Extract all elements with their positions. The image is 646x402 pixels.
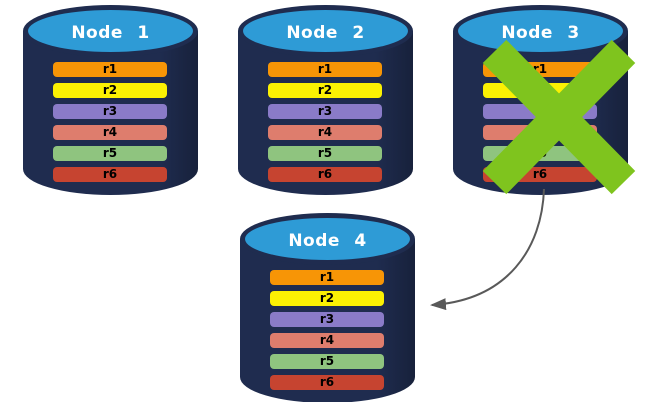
record-bar: r5 <box>53 146 167 161</box>
cylinder-body <box>238 31 413 195</box>
record-bar: r2 <box>268 83 382 98</box>
failover-arrow-curve <box>430 188 545 311</box>
record-bar: r2 <box>270 291 384 306</box>
node-label: Node 4 <box>288 231 367 251</box>
record-bar: r4 <box>270 333 384 348</box>
record-bar: r3 <box>270 312 384 327</box>
node-cylinder-2: Node 2 r1 r2 r3 r4 r5 r6 <box>238 5 413 195</box>
record-bar: r1 <box>270 270 384 285</box>
record-bar: r2 <box>53 83 167 98</box>
node-label: Node 3 <box>501 23 580 43</box>
node-cylinder-1: Node 1 r1 r2 r3 r4 r5 r6 <box>23 5 198 195</box>
record-bar: r1 <box>53 62 167 77</box>
record-bar: r3 <box>53 104 167 119</box>
failure-x-icon <box>482 39 635 194</box>
record-list: r1 r2 r3 r4 r5 r6 <box>268 62 382 188</box>
cylinder-body <box>240 239 415 402</box>
record-list: r1 r2 r3 r4 r5 r6 <box>53 62 167 188</box>
record-bar: r4 <box>53 125 167 140</box>
record-bar: r5 <box>268 146 382 161</box>
record-bar: r3 <box>268 104 382 119</box>
record-bar: r6 <box>270 375 384 390</box>
node-cylinder-4: Node 4 r1 r2 r3 r4 r5 r6 <box>240 213 415 402</box>
record-bar: r5 <box>270 354 384 369</box>
record-list: r1 r2 r3 r4 r5 r6 <box>270 270 384 396</box>
cylinder-top: Node 2 <box>238 5 413 57</box>
record-bar: r6 <box>268 167 382 182</box>
cylinder-top: Node 1 <box>23 5 198 57</box>
node-label: Node 1 <box>71 23 150 43</box>
node-label: Node 2 <box>286 23 365 43</box>
cylinder-top: Node 4 <box>240 213 415 265</box>
record-bar: r4 <box>268 125 382 140</box>
record-bar: r1 <box>268 62 382 77</box>
record-bar: r6 <box>53 167 167 182</box>
cylinder-top: Node 3 <box>453 5 628 57</box>
